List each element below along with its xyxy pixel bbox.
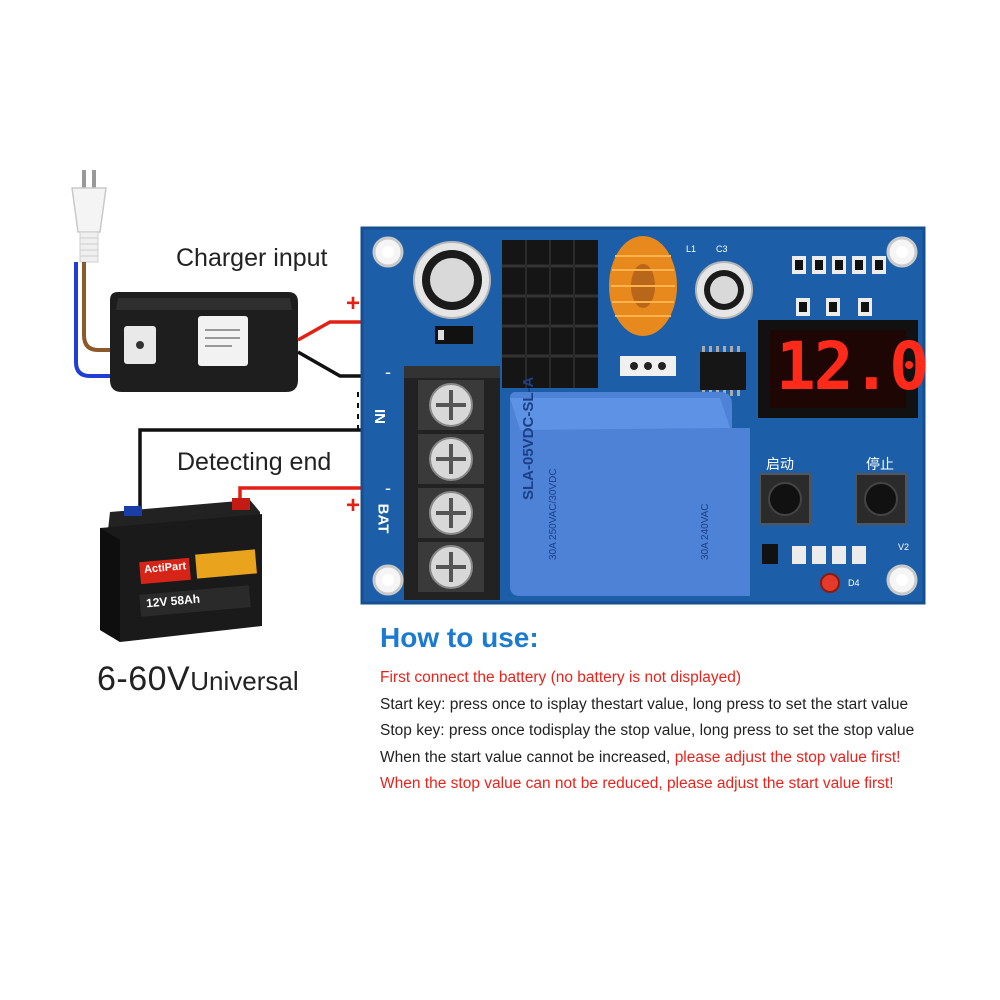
l1-label: L1 — [686, 244, 697, 254]
battery-negative-wire — [138, 428, 382, 510]
relay-rating-2: 30A 240VAC — [700, 503, 711, 560]
bat-terminal-label: BAT — [374, 503, 392, 534]
terminal-block — [404, 366, 500, 600]
instruction-line-1: First connect the battery (no battery is… — [380, 669, 741, 686]
relay-model-text: SLA-05VDC-SL-A — [520, 376, 537, 500]
voltage-range: 6-60V — [97, 660, 191, 698]
stop-button — [856, 474, 906, 524]
detecting-end-label: Detecting end — [177, 448, 332, 476]
voltage-display: 12.0 — [776, 328, 929, 405]
start-button-label: 启动 — [766, 456, 794, 472]
universal-text: Universal — [190, 666, 299, 696]
charger-input-label: Charger input — [176, 244, 328, 272]
minus-top-mark: - — [385, 362, 391, 382]
in-terminal-label: IN — [371, 409, 388, 424]
start-button — [760, 474, 810, 524]
minus-bottom-mark: - — [385, 478, 391, 498]
relay — [510, 392, 750, 596]
instruction-line-4-black: When the start value cannot be increased… — [380, 749, 675, 766]
instruction-line-3: Stop key: press once todisplay the stop … — [380, 722, 915, 739]
battery-icon — [100, 498, 262, 642]
mains-cable — [74, 262, 112, 378]
relay-rating-1: 30A 250VAC/30VDC — [548, 468, 559, 560]
how-to-use-title: How to use: — [380, 622, 539, 653]
charger-adapter-icon — [110, 292, 298, 392]
plus-top-mark: + — [346, 290, 361, 317]
instruction-line-5: When the stop value can not be reduced, … — [380, 775, 894, 792]
d4-label: D4 — [848, 578, 860, 588]
power-plug-icon — [71, 170, 107, 263]
instruction-line-4-red: please adjust the stop value first! — [674, 749, 901, 766]
instruction-line-4: When the start value cannot be increased… — [380, 749, 900, 767]
instruction-line-2: Start key: press once to isplay thestart… — [380, 696, 909, 713]
stop-button-label: 停止 — [866, 456, 894, 472]
c3-label: C3 — [716, 244, 728, 254]
plus-bottom-mark: + — [346, 492, 361, 519]
v2-label: V2 — [898, 542, 910, 552]
voltage-universal-label: 6-60VUniversal — [97, 660, 299, 699]
